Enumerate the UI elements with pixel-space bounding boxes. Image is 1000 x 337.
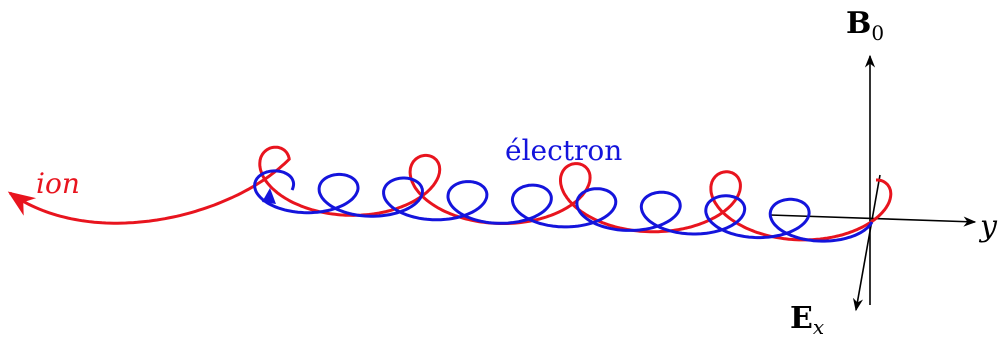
b0-label: B0 [846,6,884,45]
ion-trajectory [7,145,893,242]
ex-label-main: E [790,301,813,336]
electron-label: électron [505,134,622,167]
ex-label: Ex [790,301,824,337]
b0-label-main: B [846,6,871,41]
b0-label-sub: 0 [871,21,884,45]
y-axis-label: y [978,209,998,244]
electron-start-arrowhead [262,188,276,204]
ex-label-sub: x [813,315,824,337]
electron-trajectory [253,169,874,243]
axes [769,54,977,312]
ion-label: ion [36,167,80,200]
ex-axis [852,174,881,312]
